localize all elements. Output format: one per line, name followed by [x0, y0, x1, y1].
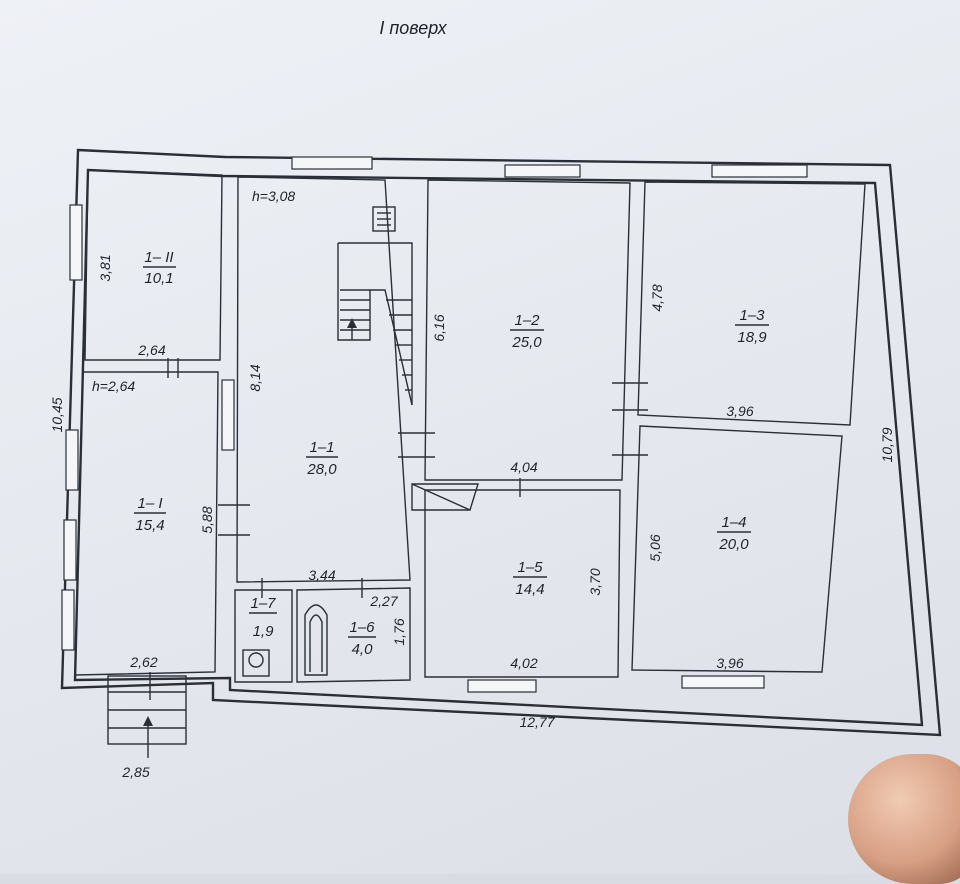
room-area: 1,9	[253, 623, 275, 640]
ceiling-height-hall: h=3,08	[252, 188, 295, 204]
room-label-1-7: 1–7 1,9	[249, 595, 277, 640]
ceiling-height-left: h=2,64	[92, 378, 135, 394]
door-marks	[149, 358, 648, 700]
dim-1-76: 1,76	[391, 618, 407, 645]
room-1-7-outline	[234, 589, 293, 683]
room-id: 1– II	[144, 249, 173, 266]
dim-3-81: 3,81	[97, 254, 113, 281]
room-1-II-outline	[84, 169, 223, 361]
dim-2-62: 2,62	[129, 654, 157, 670]
dim-5-06: 5,06	[647, 534, 663, 561]
landing-diagonal	[411, 483, 471, 511]
room-area: 25,0	[511, 334, 542, 351]
room-area: 10,1	[144, 270, 173, 287]
room-area: 20,0	[718, 536, 749, 553]
room-1-3-outline	[637, 181, 866, 426]
dim-3-44: 3,44	[308, 567, 335, 583]
outer-wall-inner	[73, 168, 924, 727]
room-id: 1–7	[250, 595, 276, 612]
staircase	[337, 242, 413, 406]
room-id: 1–1	[309, 439, 334, 456]
dim-5-88: 5,88	[199, 506, 215, 533]
room-id: 1–6	[349, 619, 375, 636]
room-1-5-outline	[424, 489, 621, 678]
toilet-bowl	[248, 652, 264, 668]
room-label-1-I: 1– I 15,4	[134, 495, 166, 534]
room-area: 15,4	[135, 517, 164, 534]
dim-3-96-top: 3,96	[726, 403, 753, 419]
dim-4-04: 4,04	[510, 459, 537, 475]
windows	[61, 156, 808, 693]
dim-12-77: 12,77	[519, 714, 555, 730]
outer-wall-outer	[60, 148, 942, 737]
room-1-2-outline	[424, 179, 631, 481]
room-label-1-II: 1– II 10,1	[143, 249, 176, 287]
room-label-1-5: 1–5 14,4	[513, 559, 547, 598]
dim-10-79: 10,79	[879, 427, 895, 462]
room-id: 1–3	[739, 307, 765, 324]
dim-3-70: 3,70	[587, 568, 603, 595]
room-id: 1–2	[514, 312, 540, 329]
dim-4-78: 4,78	[649, 284, 665, 311]
dim-4-02: 4,02	[510, 655, 537, 671]
room-area: 14,4	[515, 581, 544, 598]
dim-2-27: 2,27	[369, 593, 398, 609]
room-label-1-6: 1–6 4,0	[348, 619, 376, 658]
room-id: 1–5	[517, 559, 543, 576]
room-area: 4,0	[352, 641, 374, 658]
room-label-1-3: 1–3 18,9	[735, 307, 769, 346]
room-1-I-outline	[74, 371, 219, 676]
dim-6-16: 6,16	[431, 314, 447, 341]
room-1-6-outline	[296, 587, 411, 683]
dim-2-85: 2,85	[121, 764, 149, 780]
room-id: 1– I	[137, 495, 162, 512]
room-label-1-1: 1–1 28,0	[306, 439, 338, 478]
entrance-steps	[107, 675, 187, 758]
room-label-1-4: 1–4 20,0	[717, 514, 751, 553]
floor-title: I поверх	[379, 18, 447, 38]
room-label-1-2: 1–2 25,0	[510, 312, 544, 351]
bathtub-inner	[309, 614, 323, 672]
room-id: 1–4	[721, 514, 746, 531]
dim-8-14: 8,14	[247, 364, 263, 391]
room-1-1-outline	[236, 176, 411, 583]
room-area: 28,0	[306, 461, 337, 478]
toilet-icon	[242, 649, 270, 677]
room-1-4-outline	[631, 425, 843, 673]
dim-10-45: 10,45	[49, 397, 65, 432]
dim-2-64: 2,64	[137, 342, 165, 358]
finger-thumb	[848, 754, 960, 884]
bathtub-icon	[304, 604, 328, 676]
room-area: 18,9	[737, 329, 767, 346]
stove-icon	[372, 206, 396, 232]
dim-3-96-bottom: 3,96	[716, 655, 743, 671]
